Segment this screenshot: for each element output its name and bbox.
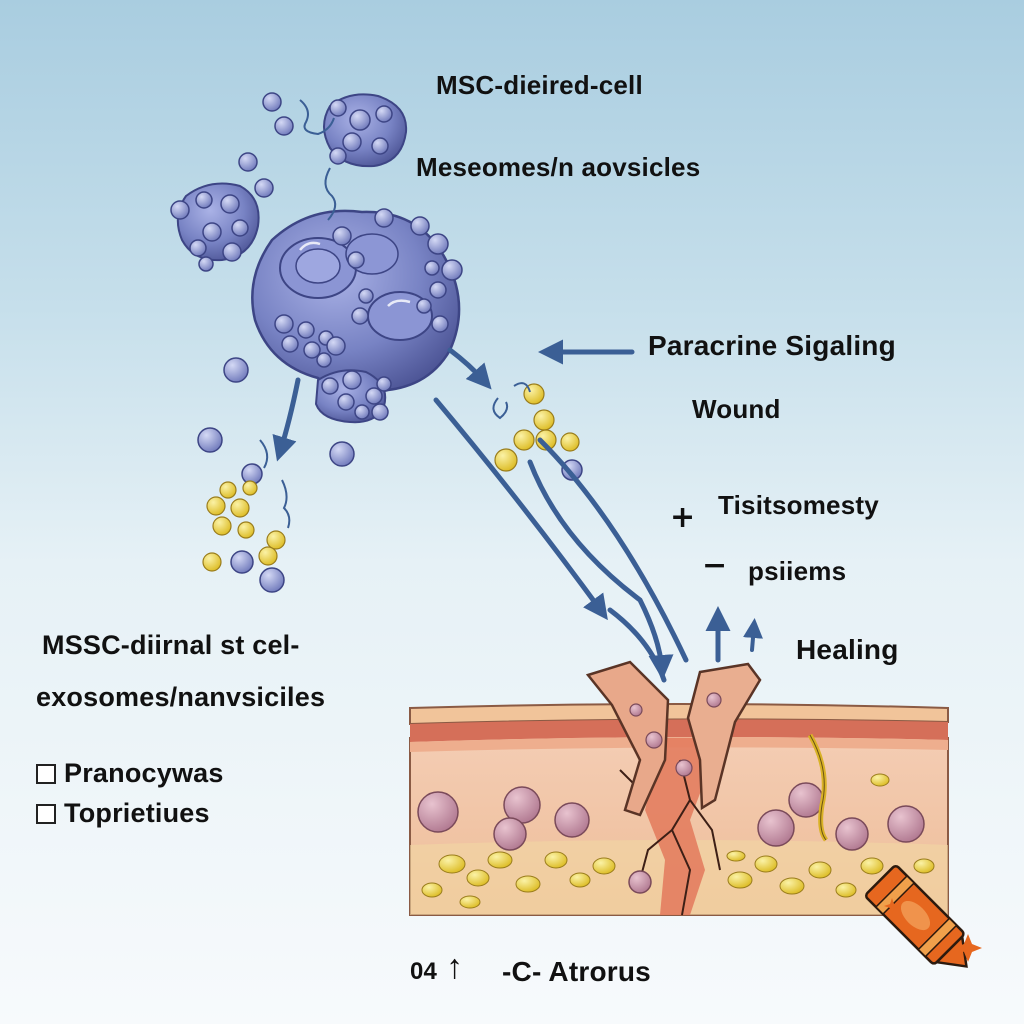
up-arrow-icon: ↑	[446, 948, 464, 986]
checkbox-icon	[36, 763, 56, 784]
legend-item-label: Toprietiues	[64, 798, 210, 828]
legend-item-label: Pranocywas	[64, 758, 224, 788]
signaling-arrows	[272, 339, 763, 683]
healing-label: Healing	[796, 634, 899, 665]
legend-item-1: Pranocywas	[36, 758, 224, 789]
bottom-value: 04	[410, 958, 438, 985]
checkbox-icon	[36, 803, 56, 824]
psiiems-label: psiiems	[748, 556, 847, 586]
title-label: MSC-dieired-cell	[436, 70, 643, 100]
left-label-line1: MSSC-diirnal st cel-	[42, 630, 300, 660]
bottom-label: -C- Atrorus	[502, 956, 651, 987]
subtitle-label: Meseomes/n aovsicles	[416, 152, 701, 182]
filaments	[259, 99, 531, 529]
sparkle-icon	[884, 898, 982, 962]
plus-sign: +	[670, 500, 696, 535]
wound-label: Wound	[692, 394, 781, 424]
left-label-line2: exosomes/nanvsiciles	[36, 682, 326, 712]
paracrine-label: Paracrine Sigaling	[648, 330, 896, 361]
exosome-vesicles	[170, 92, 583, 593]
yellow-vesicles	[202, 383, 580, 572]
minus-sign: −	[702, 548, 728, 583]
tissue-label: Tisitsomesty	[718, 490, 879, 520]
crayon-icon	[865, 865, 968, 968]
skin-tissue-block	[409, 660, 949, 916]
legend-item-2: Toprietiues	[36, 798, 210, 829]
